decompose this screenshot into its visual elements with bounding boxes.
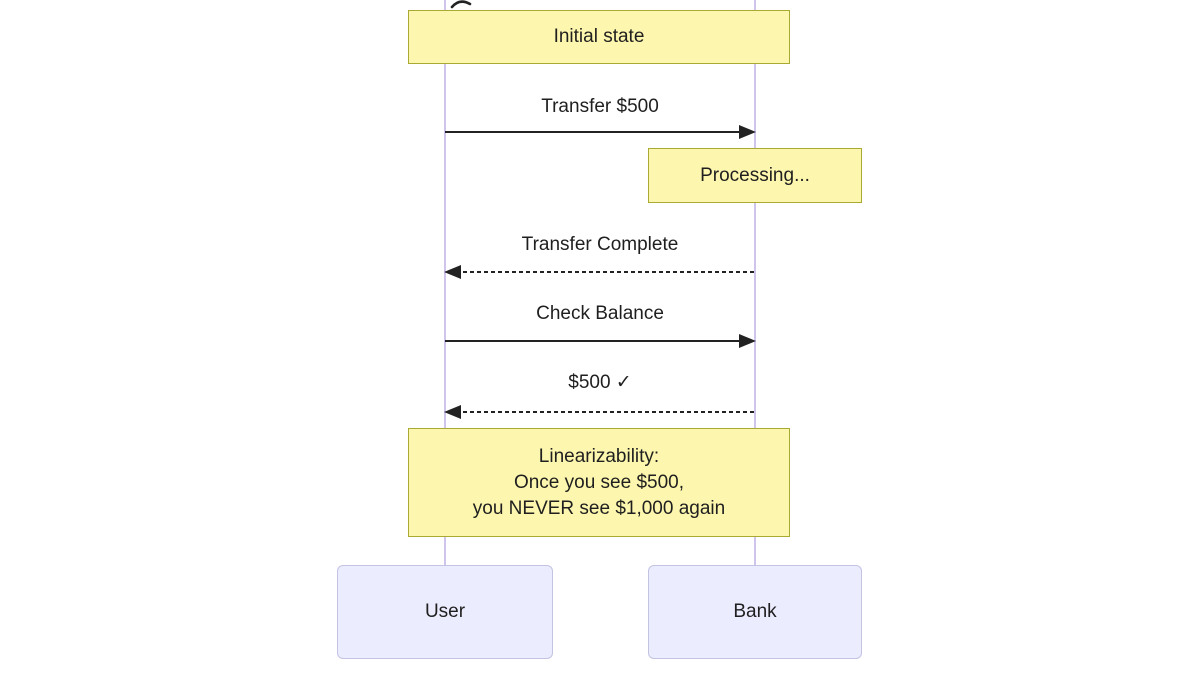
clipped-arrow-fragment bbox=[450, 0, 472, 9]
message-label-balance-result: $500 ✓ bbox=[568, 372, 632, 393]
message-label-transfer: Transfer $500 bbox=[541, 96, 659, 117]
arrowhead-left-icon bbox=[444, 405, 461, 419]
note-processing: Processing... bbox=[648, 148, 862, 203]
message-label-check-balance: Check Balance bbox=[536, 303, 664, 324]
arrow-balance-result-line bbox=[449, 411, 755, 413]
lifeline-bank bbox=[754, 0, 756, 566]
note-linearizability-line1: Linearizability: bbox=[538, 445, 660, 467]
arrow-transfer bbox=[445, 125, 756, 139]
note-initial-state: Initial state bbox=[408, 10, 790, 64]
arrow-transfer-complete bbox=[444, 265, 755, 279]
arrow-transfer-complete-line bbox=[449, 271, 755, 273]
actor-box-bank: Bank bbox=[648, 565, 862, 659]
note-linearizability-line2: Once you see $500, bbox=[513, 471, 685, 493]
lifeline-user bbox=[444, 0, 446, 566]
arrow-balance-result bbox=[444, 405, 755, 419]
arrow-check-balance-line bbox=[445, 340, 751, 342]
actor-bank-label: Bank bbox=[733, 601, 777, 622]
note-processing-text: Processing... bbox=[700, 164, 810, 186]
arrowhead-right-icon bbox=[739, 334, 756, 348]
arrow-check-balance bbox=[445, 334, 756, 348]
actor-user-label: User bbox=[424, 601, 466, 622]
note-initial-text: Initial state bbox=[553, 26, 645, 47]
arrowhead-right-icon bbox=[739, 125, 756, 139]
note-linearizability: Linearizability: Once you see $500, you … bbox=[408, 428, 790, 537]
arrowhead-left-icon bbox=[444, 265, 461, 279]
note-linearizability-line3: you NEVER see $1,000 again bbox=[472, 497, 726, 519]
actor-box-user: User bbox=[337, 565, 553, 659]
arrow-transfer-line bbox=[445, 131, 751, 133]
message-label-transfer-complete: Transfer Complete bbox=[521, 234, 679, 255]
